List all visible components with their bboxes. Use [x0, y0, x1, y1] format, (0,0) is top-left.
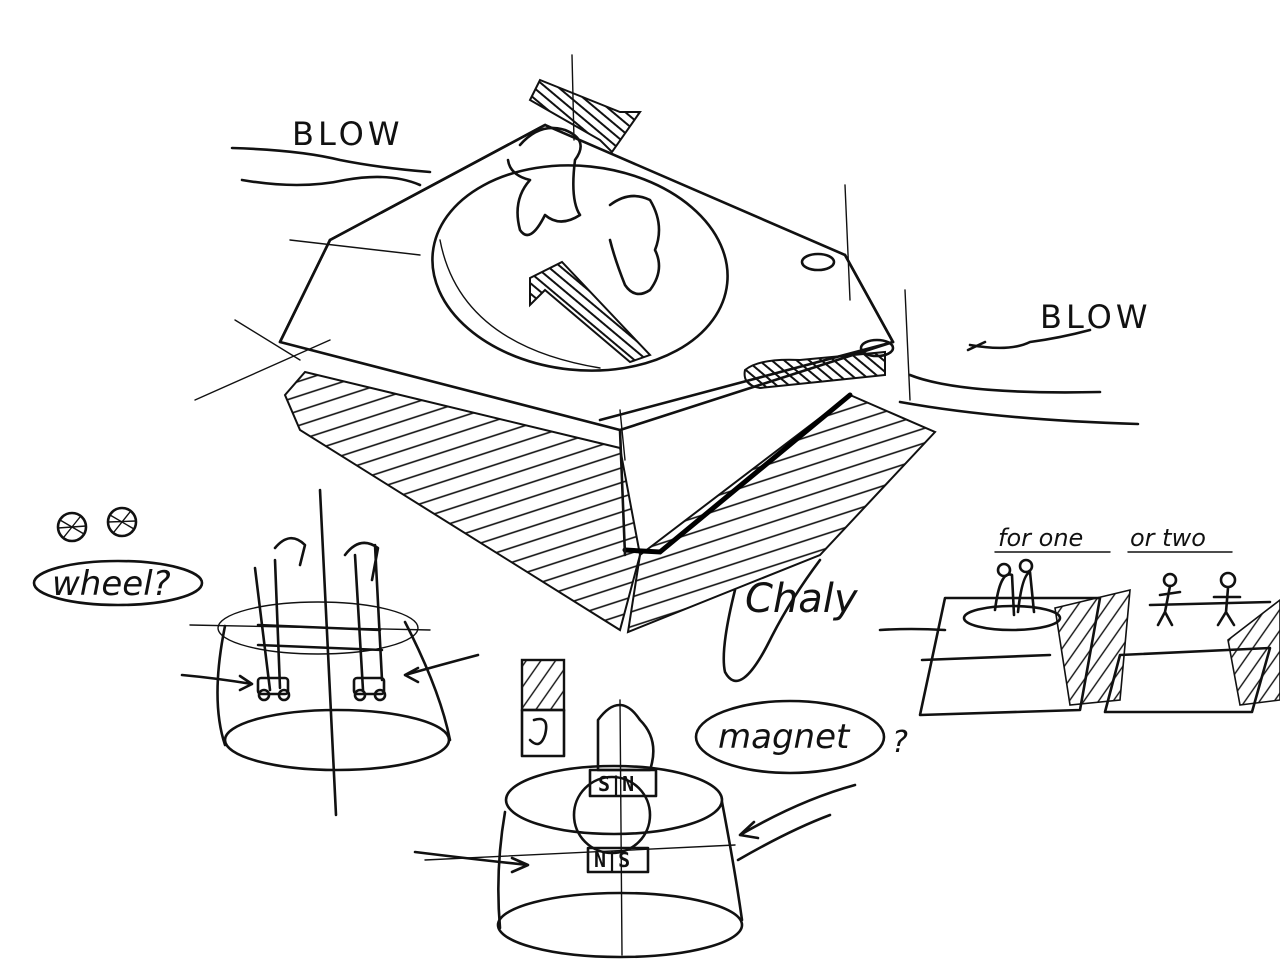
magnet-pole-top: S|N	[598, 772, 634, 796]
arrow-icon	[745, 352, 885, 388]
wheel-icon	[58, 513, 86, 541]
magnet-pole-bottom: N|S	[594, 848, 630, 872]
for-one-label: for one	[998, 524, 1083, 552]
arrow-icon	[530, 262, 650, 362]
platform-shadow-left	[285, 372, 640, 630]
person-icon	[1214, 573, 1240, 625]
person-icon	[508, 128, 659, 294]
blow-right-label: BLOW	[1040, 298, 1151, 336]
or-two-label: or two	[1130, 524, 1206, 552]
magnet-concept: S|N N|S magnet ?	[415, 660, 908, 957]
person-icon	[275, 538, 378, 580]
magnet-label: magnet	[718, 717, 851, 757]
person-icon	[1158, 574, 1180, 625]
turntable-disc	[422, 151, 738, 385]
for-one-or-two-concept: for one or two	[880, 524, 1280, 715]
magnet-question: ?	[892, 725, 908, 760]
magnet-icon	[522, 660, 564, 710]
wheel-label: wheel?	[52, 564, 171, 604]
blow-left-label: BLOW	[292, 115, 403, 153]
wheel-icon	[108, 508, 136, 536]
signature: Chaly	[745, 576, 859, 622]
wheel-concept: wheel?	[34, 490, 478, 815]
main-platform: BLOW BLOW Chaly	[195, 55, 1151, 681]
